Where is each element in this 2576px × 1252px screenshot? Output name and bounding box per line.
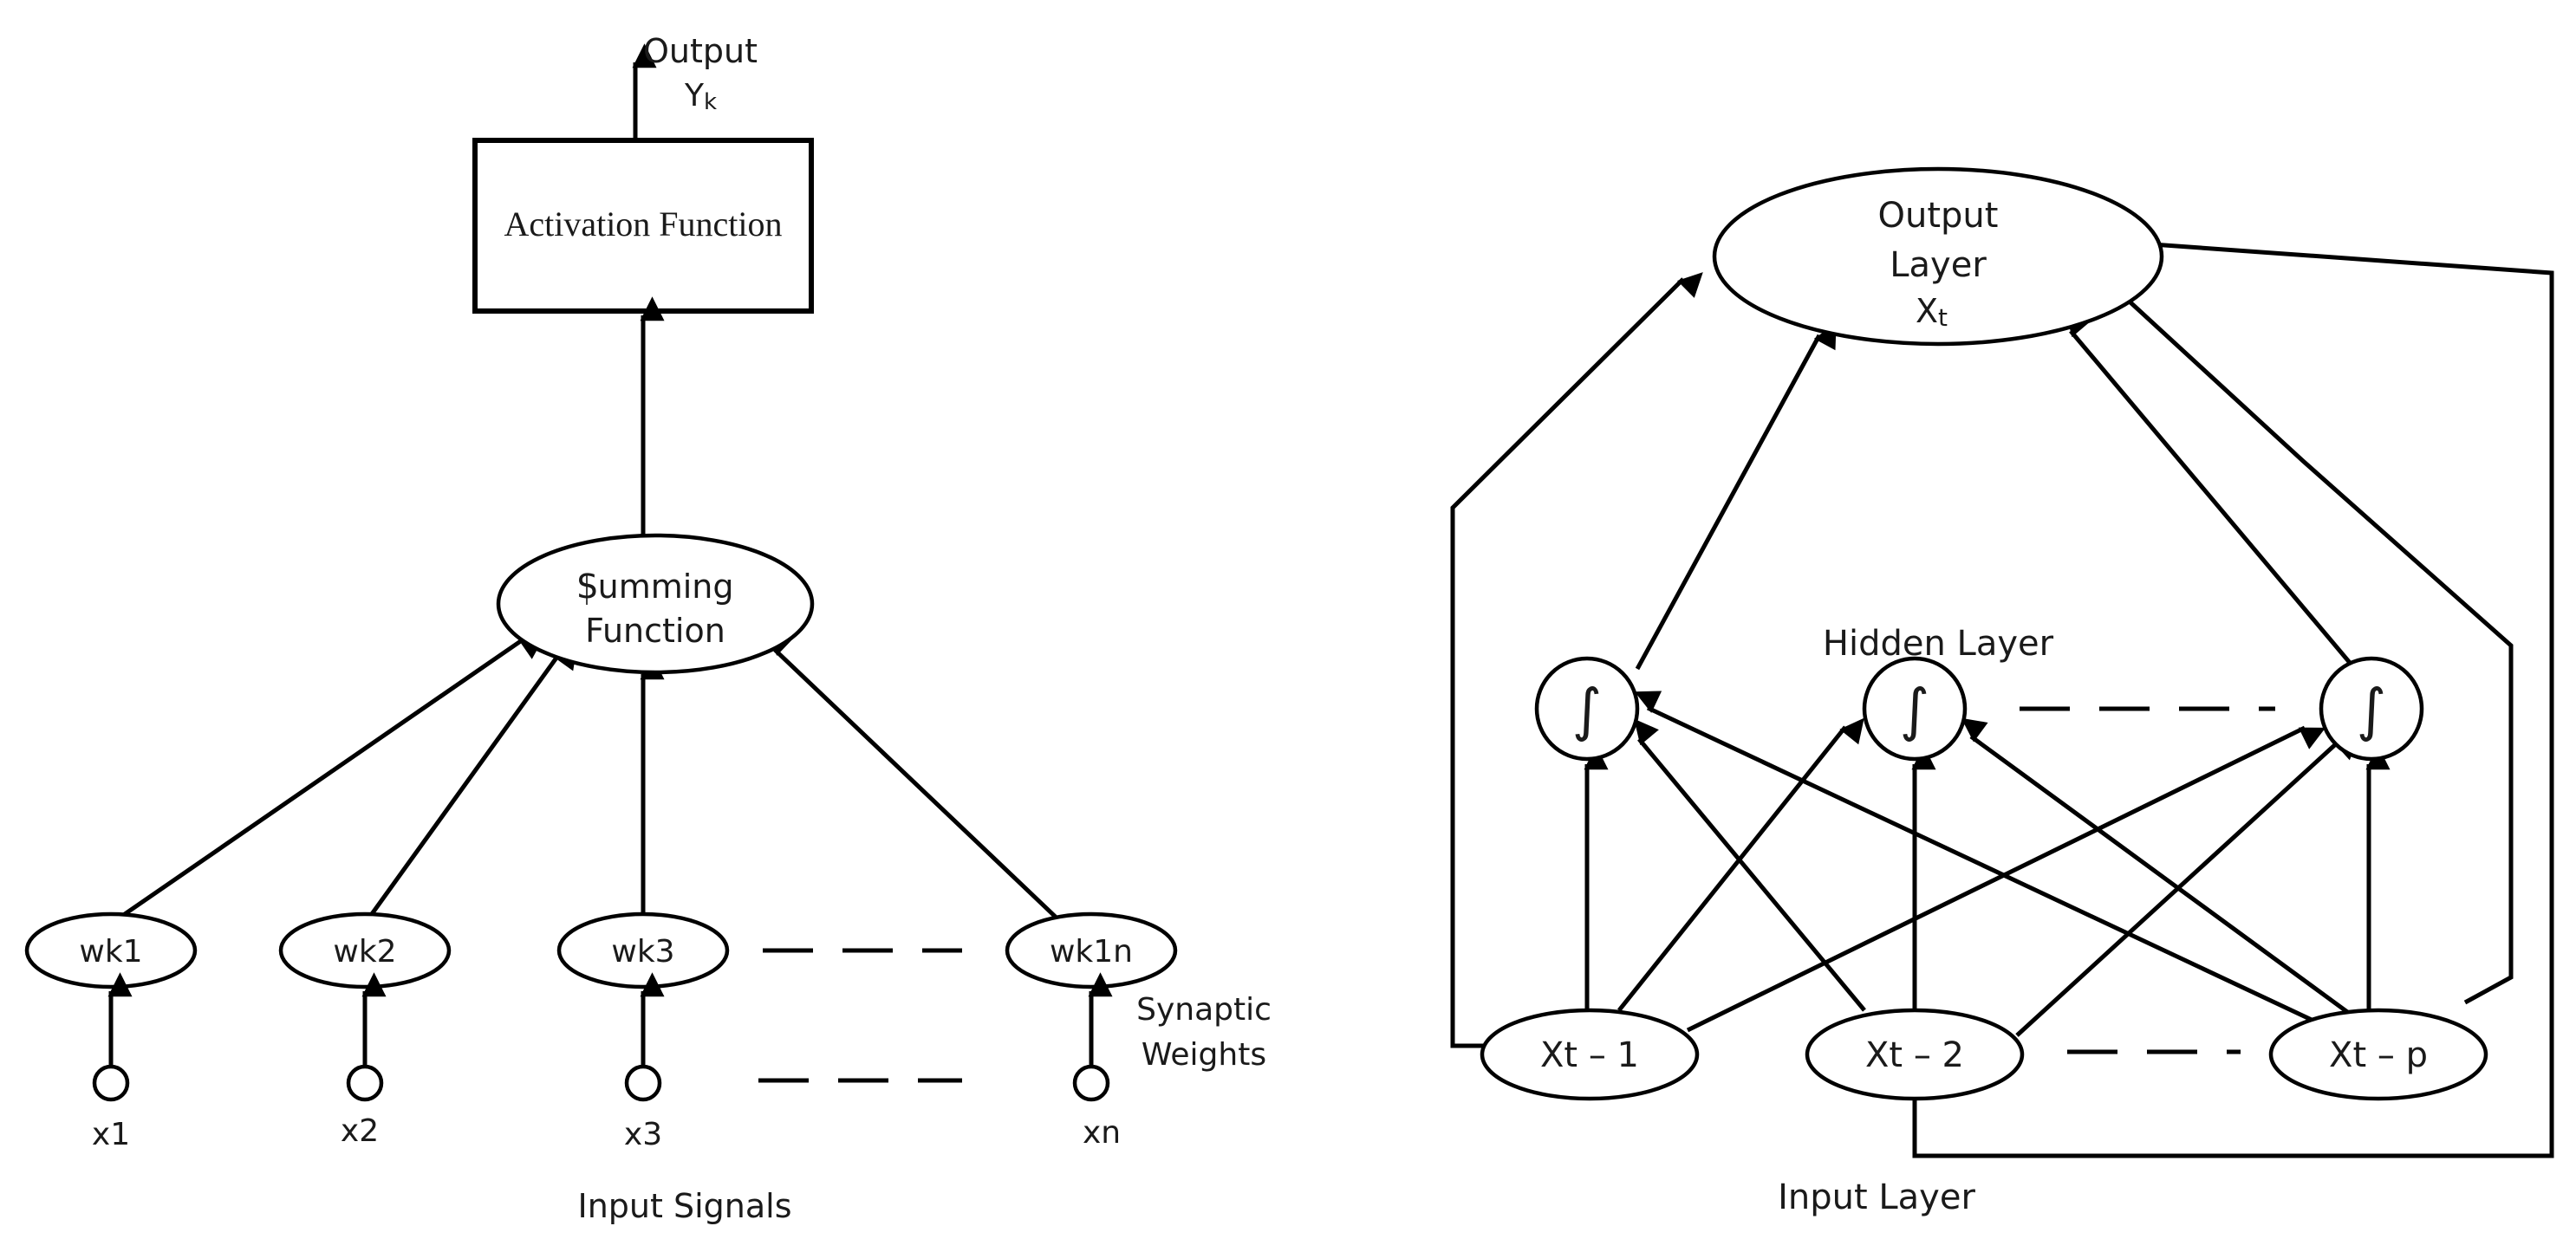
- weight-node-4: wk1n: [1005, 911, 1178, 989]
- input-label-4: xn: [1083, 1115, 1121, 1151]
- weight-label: wk1: [79, 934, 142, 970]
- input-signal-node-3: [624, 1064, 662, 1102]
- input-ellipse: [2268, 1008, 2488, 1101]
- input-ellipse: [1480, 1008, 1700, 1101]
- input-ellipse: [1805, 1008, 2025, 1101]
- input-node-1: Xt – 1: [1480, 1008, 1700, 1101]
- hidden-circle: [1862, 656, 1968, 762]
- weight-node-2: wk2: [278, 911, 452, 989]
- output-layer-symbol-main: X: [1916, 292, 1938, 330]
- input-label-2: x2: [341, 1113, 379, 1149]
- hidden-node-2: ∫: [1862, 656, 1968, 762]
- input-signal-node-4: [1072, 1064, 1110, 1102]
- input-node-label: Xt – 2: [1865, 1035, 1964, 1075]
- sigmoid-icon: ∫: [1572, 677, 1602, 743]
- input-signal-node-2: [346, 1064, 384, 1102]
- input-node-2: Xt – 2: [1805, 1008, 2025, 1101]
- input-node-3: Xt – p: [2268, 1008, 2488, 1101]
- hidden-to-output-arrow-3: [2065, 310, 2357, 671]
- neuron-output-symbol-main: Y: [684, 78, 705, 114]
- feedback-loop-right: [2102, 263, 2514, 1005]
- weight-node-1: wk1: [24, 911, 198, 989]
- neuron-model: Output Yk Activation Function Summing Fu…: [24, 32, 1272, 1225]
- hidden-circle: [2319, 656, 2424, 762]
- output-layer-node: [1712, 166, 2164, 347]
- input-signals-label: Input Signals: [578, 1187, 792, 1225]
- weight-label: wk2: [333, 934, 396, 970]
- sigmoid-icon: ∫: [1900, 677, 1929, 743]
- output-layer-label-line2: Layer: [1890, 245, 1987, 285]
- network-model: Output Layer Xt Hidden Layer ∫ ∫ ∫ Xt – …: [1450, 166, 2554, 1217]
- output-layer-label-line1: Output: [1878, 196, 1999, 236]
- output-layer-symbol: Xt: [1916, 292, 1948, 332]
- weight-label: wk1n: [1050, 934, 1133, 970]
- neuron-output-label: Output: [643, 32, 758, 70]
- input1-to-hidden2: [1617, 717, 1864, 1012]
- output-layer-symbol-subscript: t: [1938, 303, 1948, 332]
- sigmoid-icon: ∫: [2357, 677, 2386, 743]
- input-label-1: x1: [92, 1117, 130, 1152]
- weight-arrow-4: [767, 630, 1064, 925]
- input-label-3: x3: [624, 1117, 662, 1152]
- input-node-label: Xt – 1: [1540, 1035, 1639, 1075]
- weight-label: wk3: [611, 934, 674, 970]
- summing-function-node: [496, 533, 815, 675]
- neuron-output-symbol: Yk: [684, 78, 717, 115]
- inputp-to-hidden2: [1961, 717, 2352, 1016]
- input-signal-node-1: [92, 1064, 130, 1102]
- inputp-to-hidden1: [1634, 691, 2328, 1029]
- weight-arrow-2: [362, 644, 578, 925]
- input-node-label: Xt – p: [2329, 1035, 2428, 1075]
- hidden-node-3: ∫: [2319, 656, 2424, 762]
- synaptic-weights-label-line2: Weights: [1142, 1037, 1266, 1073]
- input2-to-hidden1: [1634, 718, 1866, 1012]
- neuron-output-symbol-subscript: k: [704, 89, 717, 115]
- hidden-circle: [1534, 656, 1640, 762]
- synaptic-weights-label-line1: Synaptic: [1136, 992, 1272, 1028]
- hidden-layer-label: Hidden Layer: [1823, 624, 2054, 664]
- weight-node-3: wk3: [556, 911, 730, 989]
- hidden-node-1: ∫: [1534, 656, 1640, 762]
- hidden-to-output-arrow-1: [1635, 322, 1837, 671]
- summing-function-label-line2: Function: [585, 612, 725, 650]
- summing-function-label-line1: Summing: [576, 568, 733, 606]
- input-layer-label: Input Layer: [1778, 1177, 1975, 1217]
- weight-arrow-1: [109, 635, 545, 926]
- input1-to-hidden3: [1686, 725, 2326, 1033]
- feedback-loop-outer: [1912, 221, 2554, 1158]
- activation-function-label: Activation Function: [504, 204, 782, 243]
- feedback-loop-left: [1450, 272, 1703, 1048]
